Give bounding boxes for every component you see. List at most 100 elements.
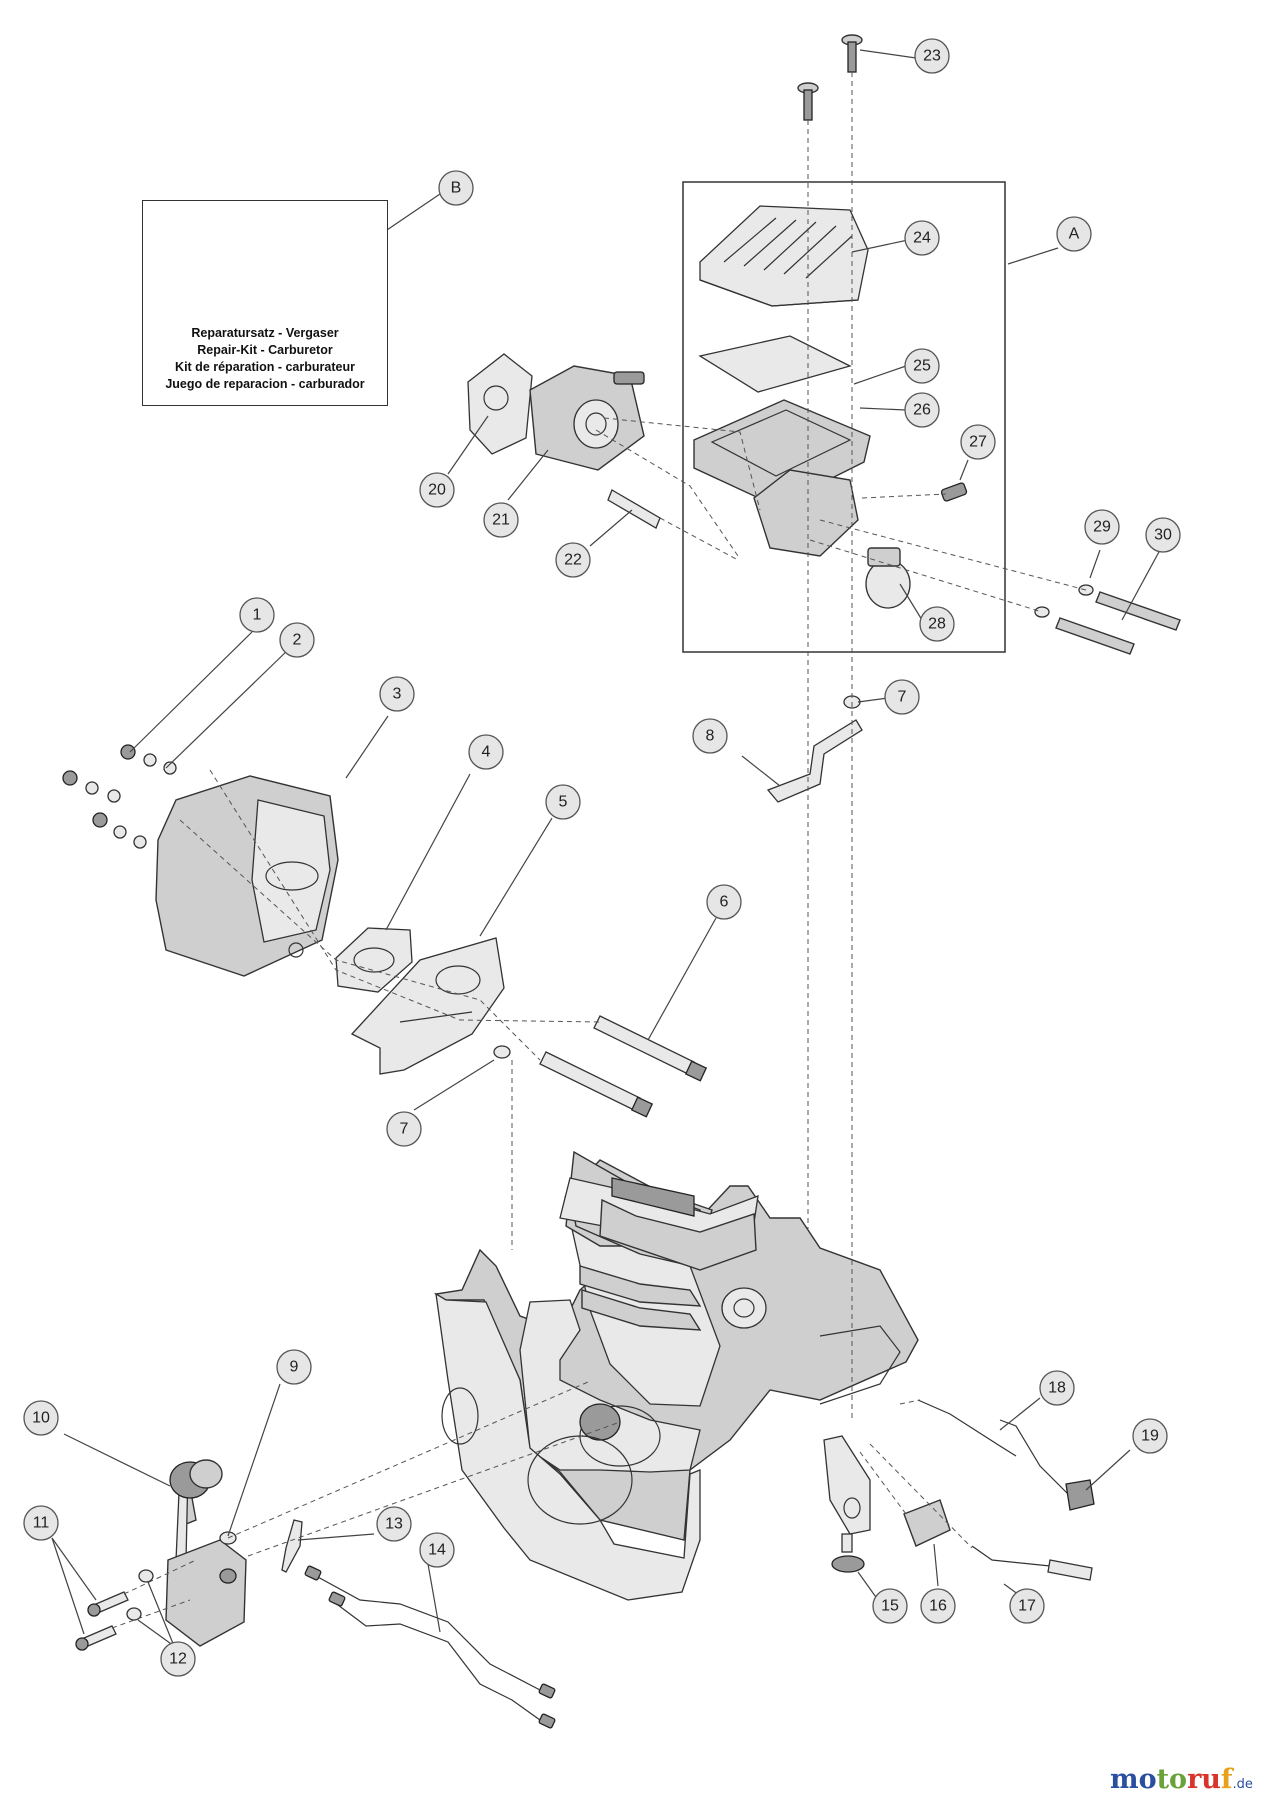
washer <box>1034 606 1050 618</box>
throttle-rod <box>971 1545 1093 1581</box>
svg-text:18: 18 <box>1048 1380 1066 1397</box>
primer-bulb <box>865 547 911 609</box>
callout-13: 13 <box>376 1506 412 1542</box>
callout-2: 2 <box>279 622 315 658</box>
pin <box>607 489 661 529</box>
callout-4: 4 <box>468 734 504 770</box>
svg-text:10: 10 <box>32 1410 50 1427</box>
spark-plug-boot <box>281 1519 303 1573</box>
svg-text:26: 26 <box>913 402 931 419</box>
callout-23: 23 <box>914 38 950 74</box>
callout-16: 16 <box>920 1588 956 1624</box>
svg-text:20: 20 <box>428 482 446 499</box>
callout-25: 25 <box>904 348 940 384</box>
filter-sheet <box>698 335 852 393</box>
callout-26: 26 <box>904 392 940 428</box>
svg-text:A: A <box>1069 226 1080 243</box>
callout-repair-kit-b: B <box>438 170 474 206</box>
callout-12: 12 <box>160 1641 196 1677</box>
svg-text:24: 24 <box>913 230 931 247</box>
callout-19: 19 <box>1132 1418 1168 1454</box>
callout-8: 8 <box>692 718 728 754</box>
svg-text:9: 9 <box>290 1359 299 1376</box>
callout-15: 15 <box>872 1588 908 1624</box>
svg-text:8: 8 <box>706 728 715 745</box>
bumper-stud <box>831 1533 865 1573</box>
callout-28: 28 <box>919 606 955 642</box>
svg-text:21: 21 <box>492 512 510 529</box>
repair-kit-labels: Reparatursatz - Vergaser Repair-Kit - Ca… <box>143 325 387 393</box>
svg-text:4: 4 <box>482 744 491 761</box>
repair-kit-label-fr: Kit de réparation - carburateur <box>175 360 355 374</box>
callout-10: 10 <box>23 1400 59 1436</box>
svg-text:17: 17 <box>1018 1598 1036 1615</box>
svg-text:16: 16 <box>929 1598 947 1615</box>
svg-text:3: 3 <box>393 686 402 703</box>
washer <box>1078 584 1094 596</box>
washer <box>126 1607 142 1621</box>
callout-20: 20 <box>419 472 455 508</box>
svg-text:27: 27 <box>969 434 987 451</box>
bracket <box>766 719 863 803</box>
svg-text:28: 28 <box>928 616 946 633</box>
callout-assembly-a: A <box>1056 216 1092 252</box>
callout-14: 14 <box>419 1532 455 1568</box>
wire-harness <box>304 1565 556 1729</box>
callout-18: 18 <box>1039 1370 1075 1406</box>
svg-text:19: 19 <box>1141 1428 1159 1445</box>
callout-22: 22 <box>555 542 591 578</box>
callout-29: 29 <box>1084 509 1120 545</box>
repair-kit-label-de: Reparatursatz - Vergaser <box>191 326 339 340</box>
stop-switch <box>903 1499 951 1547</box>
callout-1: 1 <box>239 597 275 633</box>
callout-30: 30 <box>1145 517 1181 553</box>
watermark-tld: .de <box>1232 1777 1253 1792</box>
svg-text:13: 13 <box>385 1516 403 1533</box>
callout-17: 17 <box>1009 1588 1045 1624</box>
callout-9: 9 <box>276 1349 312 1385</box>
long-bolt <box>1095 591 1181 631</box>
choke-wire <box>917 1399 1095 1511</box>
svg-text:1: 1 <box>253 607 262 624</box>
svg-text:12: 12 <box>169 1651 187 1668</box>
washer <box>493 1045 511 1059</box>
callout-5: 5 <box>545 784 581 820</box>
engine-crankcase <box>433 1150 919 1601</box>
choke-part <box>940 482 968 502</box>
callout-21: 21 <box>483 502 519 538</box>
svg-text:15: 15 <box>881 1598 899 1615</box>
callout-6: 6 <box>706 884 742 920</box>
repair-kit-label-en: Repair-Kit - Carburetor <box>197 343 333 357</box>
callout-7: 7 <box>386 1111 422 1147</box>
repair-kit-label-es: Juego de reparacion - carburador <box>165 377 365 391</box>
watermark-part: f <box>1220 1764 1233 1795</box>
svg-text:7: 7 <box>400 1121 409 1138</box>
muffler-bolt <box>539 1051 641 1111</box>
air-filter-cover <box>699 205 869 307</box>
brand-watermark: motoruf.de <box>1110 1764 1253 1795</box>
callout-11: 11 <box>23 1505 59 1541</box>
callout-7: 7 <box>884 679 920 715</box>
carburetor-base <box>753 469 859 557</box>
svg-text:B: B <box>451 180 462 197</box>
muffler <box>155 775 339 977</box>
svg-text:14: 14 <box>428 1542 446 1559</box>
repair-kit-box: Reparatursatz - Vergaser Repair-Kit - Ca… <box>142 200 388 406</box>
svg-text:7: 7 <box>898 689 907 706</box>
carburetor-gasket <box>467 353 533 455</box>
heat-shield <box>350 937 505 1075</box>
watermark-part: ru <box>1187 1764 1221 1795</box>
svg-text:11: 11 <box>33 1515 50 1532</box>
ignition-screw <box>75 1591 129 1651</box>
screw <box>841 34 863 73</box>
callout-3: 3 <box>379 676 415 712</box>
svg-text:30: 30 <box>1154 527 1172 544</box>
muffler-bolt <box>593 1015 695 1075</box>
svg-text:6: 6 <box>720 894 729 911</box>
screw <box>797 82 819 121</box>
ignition-module <box>165 1459 247 1647</box>
callout-27: 27 <box>960 424 996 460</box>
svg-text:22: 22 <box>564 552 582 569</box>
muffler-gasket <box>335 927 413 993</box>
assembly-a-frame <box>682 181 1006 653</box>
